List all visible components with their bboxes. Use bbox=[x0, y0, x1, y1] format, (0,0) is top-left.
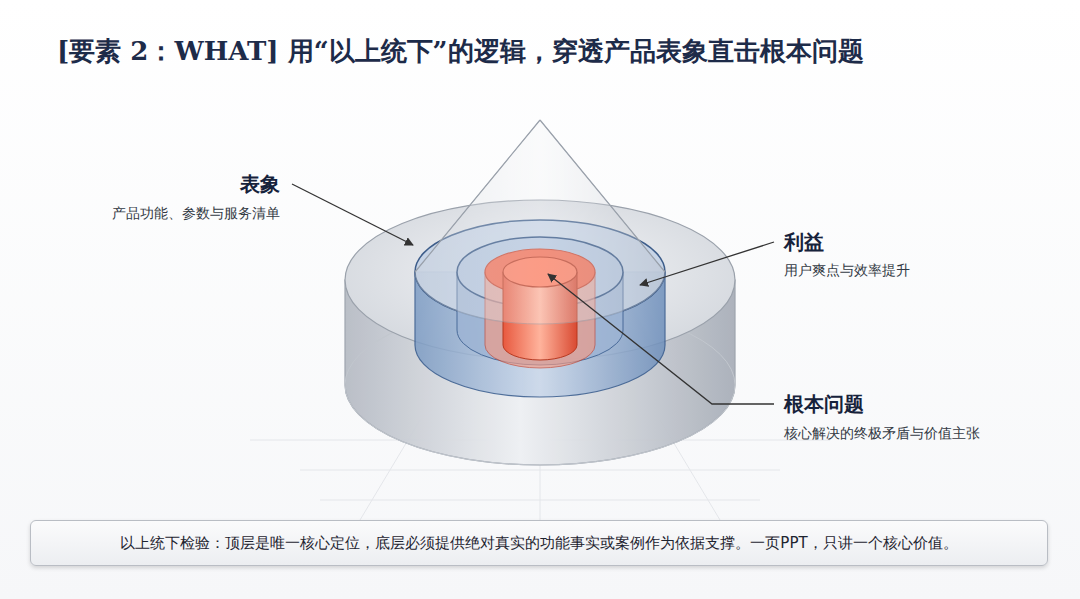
layer-heading: 表象 bbox=[240, 171, 280, 198]
layer-heading: 根本问题 bbox=[784, 391, 864, 418]
leader-arrow bbox=[548, 274, 774, 404]
layer-description: 产品功能、参数与服务清单 bbox=[112, 205, 280, 223]
note-box: 以上统下检验：顶层是唯一核心定位，底层必须提供绝对真实的功能事实或案例作为依据支… bbox=[30, 520, 1048, 566]
note-text: 以上统下检验：顶层是唯一核心定位，底层必须提供绝对真实的功能事实或案例作为依据支… bbox=[120, 534, 957, 553]
leader-arrow bbox=[292, 184, 413, 245]
layer-description: 核心解决的终极矛盾与价值主张 bbox=[784, 425, 980, 443]
layer-description: 用户爽点与效率提升 bbox=[784, 262, 910, 280]
layer-heading: 利益 bbox=[784, 229, 824, 256]
leader-arrow bbox=[640, 242, 774, 285]
slide-title: [要素 2：WHAT] 用“以上统下”的逻辑，穿透产品表象直击根本问题 bbox=[57, 34, 864, 69]
